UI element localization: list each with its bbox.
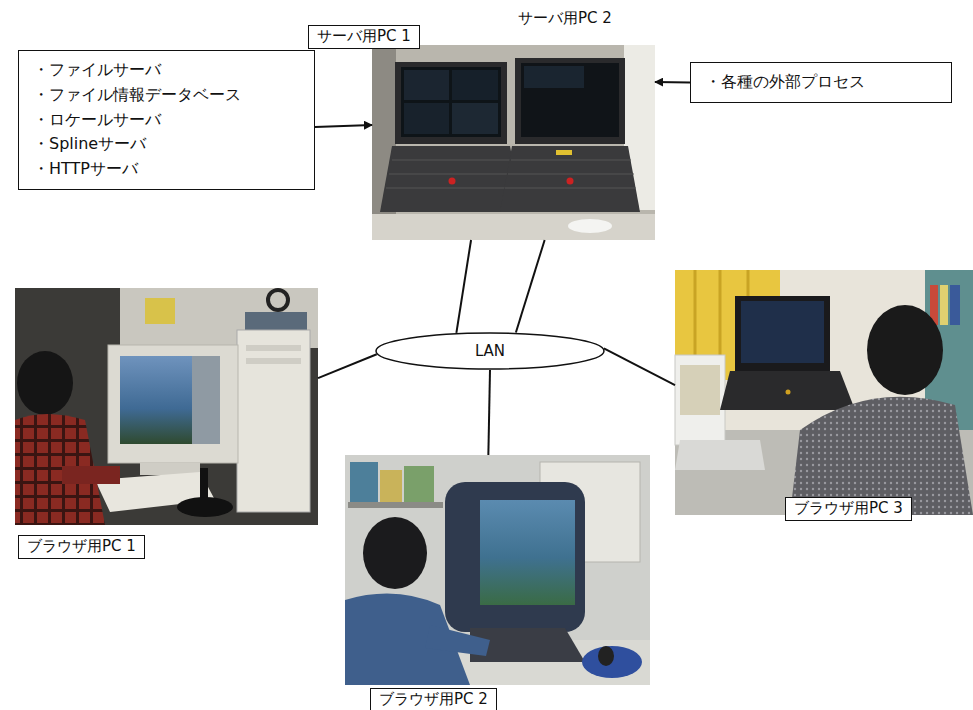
- photo-shape: [480, 500, 575, 605]
- browser-photo-node: ブラウザ用PC 2: [345, 455, 650, 685]
- photo-shape: [508, 174, 634, 175]
- lan-cable: [604, 348, 675, 385]
- lan-cable: [456, 240, 471, 333]
- callout-item: ・HTTPサーバ: [33, 157, 300, 182]
- photo-shape: [449, 178, 456, 185]
- label-holder: ブラウザ用PC 1: [18, 535, 145, 559]
- photo-shape: [940, 285, 948, 325]
- photo-shape: [511, 160, 631, 161]
- callout-arrow: [315, 125, 372, 127]
- browser-photo-node: ブラウザ用PC 3: [675, 270, 973, 515]
- photo-shape: [246, 358, 301, 364]
- photo-shape: [268, 290, 288, 310]
- photo-shape: [380, 146, 522, 212]
- lan-ellipse: LAN: [375, 332, 605, 370]
- callout-item: ・Splineサーバ: [33, 132, 300, 157]
- lan-cable: [516, 240, 545, 332]
- photo-shape: [192, 356, 220, 444]
- photo-shape: [680, 365, 720, 415]
- photo-shape: [425, 625, 490, 656]
- callout-item: ・ロケールサーバ: [33, 108, 300, 133]
- photo-shape: [380, 470, 402, 502]
- photo-shape: [735, 296, 830, 371]
- photo-shape: [372, 45, 655, 240]
- photo-shape: [524, 66, 584, 88]
- photo-shape: [245, 312, 307, 330]
- photo-shape: [62, 466, 120, 484]
- photo-shape: [598, 646, 614, 666]
- photo-shape: [246, 345, 301, 351]
- pc-label: ブラウザ用PC 3: [785, 497, 912, 521]
- lan-cable: [318, 354, 377, 378]
- photo-shape: [108, 345, 238, 463]
- label-holder: サーバ用PC 1: [308, 25, 420, 49]
- photo-shape: [372, 214, 655, 240]
- photo-shape: [404, 466, 434, 502]
- pc-label: サーバ用PC 1: [308, 25, 420, 49]
- browser-photo: [15, 288, 318, 525]
- photo-shape: [720, 371, 855, 410]
- photo-shape: [145, 298, 175, 324]
- photo-shape: [556, 150, 572, 155]
- photo-shape: [177, 497, 233, 517]
- ellipse-shape: [376, 333, 604, 369]
- photo-shape: [567, 178, 574, 185]
- pc-label: サーバ用PC 2: [510, 8, 620, 30]
- photo-shape: [452, 70, 498, 100]
- photo-shape: [950, 285, 960, 325]
- callout-box: ・各種の外部プロセス: [690, 62, 952, 103]
- photo-shape: [350, 462, 378, 502]
- photo-shape: [404, 70, 449, 100]
- callout-item: ・各種の外部プロセス: [705, 70, 937, 95]
- photo-shape: [348, 502, 443, 508]
- browser-photo: [345, 455, 650, 685]
- pc-label: ブラウザ用PC 2: [370, 688, 497, 710]
- photo-shape: [786, 390, 791, 395]
- photo-shape: [392, 160, 512, 161]
- browser-photo-node: ブラウザ用PC 1: [15, 288, 318, 525]
- network-label: LAN: [475, 342, 505, 360]
- callout-arrow: [655, 81, 690, 83]
- label-holder: ブラウザ用PC 3: [785, 497, 912, 521]
- photo-shape: [568, 219, 612, 233]
- browser-photo: [675, 270, 973, 515]
- lan-cable: [488, 370, 490, 455]
- photo-shape: [582, 646, 642, 678]
- photo-shape: [345, 455, 650, 685]
- label-holder: サーバ用PC 2: [510, 8, 620, 30]
- callout-item: ・ファイル情報データベース: [33, 83, 300, 108]
- photo-shape: [867, 305, 943, 395]
- callout-box: ・ファイルサーバ・ファイル情報データベース・ロケールサーバ・Splineサーバ・…: [18, 50, 315, 190]
- callout-item: ・ファイルサーバ: [33, 58, 300, 83]
- photo-shape: [404, 103, 449, 134]
- photo-shape: [675, 355, 725, 445]
- photo-shape: [500, 146, 640, 212]
- photo-shape: [386, 188, 516, 189]
- label-holder: ブラウザ用PC 2: [370, 688, 497, 710]
- photo-shape: [675, 270, 973, 515]
- photo-shape: [15, 288, 318, 525]
- photo-shape: [395, 62, 507, 144]
- photo-shape: [521, 63, 619, 137]
- photo-shape: [120, 356, 192, 444]
- photo-shape: [363, 517, 427, 589]
- photo-shape: [389, 174, 514, 175]
- photo-shape: [505, 188, 636, 189]
- photo-shape: [17, 351, 73, 415]
- photo-shape: [452, 103, 498, 134]
- pc-label: ブラウザ用PC 1: [18, 535, 145, 559]
- photo-shape: [445, 482, 585, 632]
- photo-shape: [237, 330, 310, 512]
- photo-shape: [401, 67, 501, 137]
- photo-shape: [741, 301, 824, 363]
- server-photo-node: サーバ用PC 1サーバ用PC 2: [372, 45, 655, 240]
- photo-shape: [515, 58, 625, 144]
- server-photo: [372, 45, 655, 240]
- photo-shape: [675, 440, 765, 470]
